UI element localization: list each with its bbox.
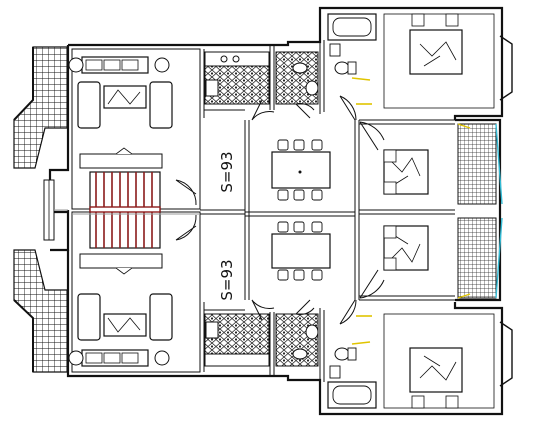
exterior-walls bbox=[48, 6, 504, 416]
corridor-doors bbox=[251, 95, 385, 325]
living-room-bottom bbox=[68, 253, 173, 367]
bathroom-top bbox=[327, 13, 377, 81]
area-label-bottom: S=93 bbox=[218, 259, 236, 300]
balcony-right bbox=[457, 123, 503, 299]
kitchen-top bbox=[204, 51, 270, 105]
terrace-bottom-left bbox=[13, 249, 69, 373]
wc-top bbox=[275, 51, 319, 119]
bedroom-middle-top bbox=[383, 149, 429, 195]
bedroom-middle-bottom bbox=[383, 225, 429, 271]
door-sills bbox=[356, 103, 372, 317]
entry-doors bbox=[175, 179, 197, 241]
living-room-top bbox=[68, 56, 173, 169]
wc-bottom bbox=[275, 299, 319, 367]
dining-bottom bbox=[271, 221, 331, 281]
staircase bbox=[43, 171, 161, 249]
interior-walls bbox=[71, 40, 455, 382]
bedroom-bottom bbox=[383, 313, 513, 409]
terrace-top-left bbox=[13, 46, 69, 169]
grey-lines bbox=[54, 209, 200, 215]
bedroom-top bbox=[383, 13, 513, 109]
area-label-top: S=93 bbox=[218, 151, 236, 192]
dining-top bbox=[271, 139, 331, 201]
kitchen-bottom bbox=[204, 313, 270, 367]
bathroom-bottom bbox=[327, 341, 377, 409]
